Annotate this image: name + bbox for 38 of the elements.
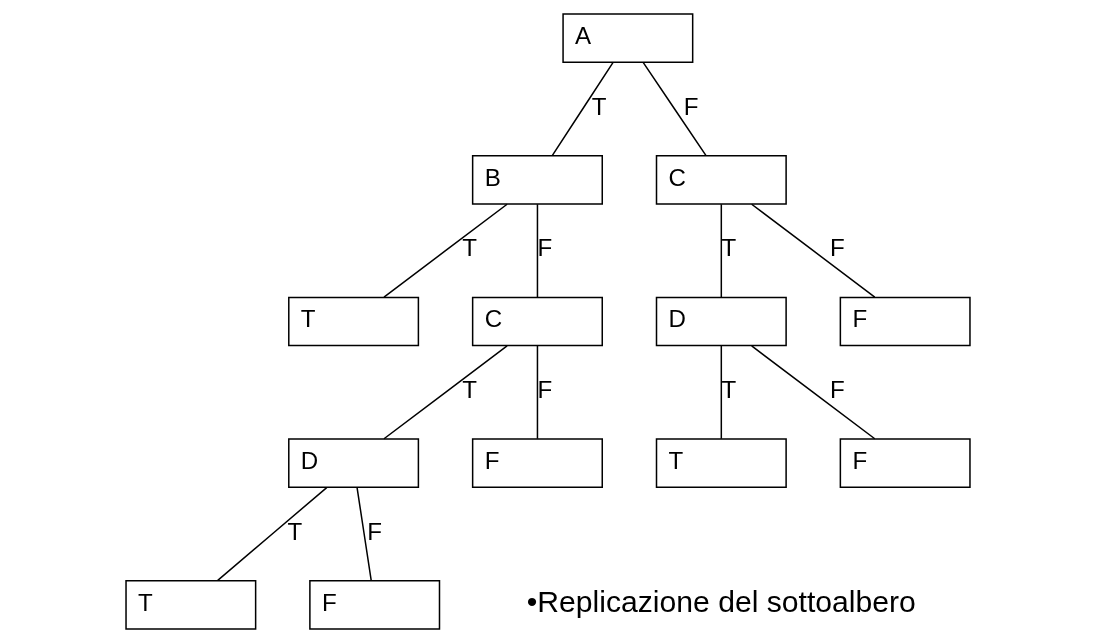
edge-label: T: [287, 517, 303, 545]
node-box: D: [288, 438, 420, 489]
edge-label: F: [829, 234, 845, 262]
node-box: T: [288, 296, 420, 347]
node-box: T: [125, 579, 257, 630]
label: •Replicazione del sottoalbero: [526, 585, 916, 619]
edge-label: F: [367, 517, 383, 545]
node-box: F: [471, 438, 603, 489]
connector: [750, 345, 876, 440]
connector: [536, 345, 539, 440]
connector: [750, 203, 876, 298]
node-box: T: [655, 438, 787, 489]
connector: [356, 486, 372, 582]
node-box: F: [309, 579, 441, 630]
edge-label: F: [537, 376, 553, 404]
edge-label: T: [462, 234, 477, 262]
connector: [642, 61, 707, 157]
edge-label: T: [721, 376, 737, 404]
node-box: D: [655, 296, 787, 347]
edge-label: F: [537, 234, 553, 262]
connector: [720, 345, 723, 440]
edge-label: T: [591, 92, 607, 120]
connector: [720, 203, 723, 298]
node-box: F: [839, 296, 971, 347]
connector: [383, 345, 508, 440]
node-box: C: [655, 154, 787, 205]
node-box: A: [562, 13, 694, 64]
edge-label: F: [829, 376, 845, 404]
node-box: F: [839, 438, 971, 489]
node-box: C: [471, 296, 603, 347]
connector: [217, 486, 328, 582]
edge-label: T: [721, 234, 737, 262]
connector: [536, 203, 539, 298]
edge-label: F: [683, 92, 699, 120]
connector: [383, 203, 508, 298]
connector: [551, 61, 614, 157]
edge-label: T: [462, 376, 477, 404]
node-box: B: [471, 154, 603, 205]
